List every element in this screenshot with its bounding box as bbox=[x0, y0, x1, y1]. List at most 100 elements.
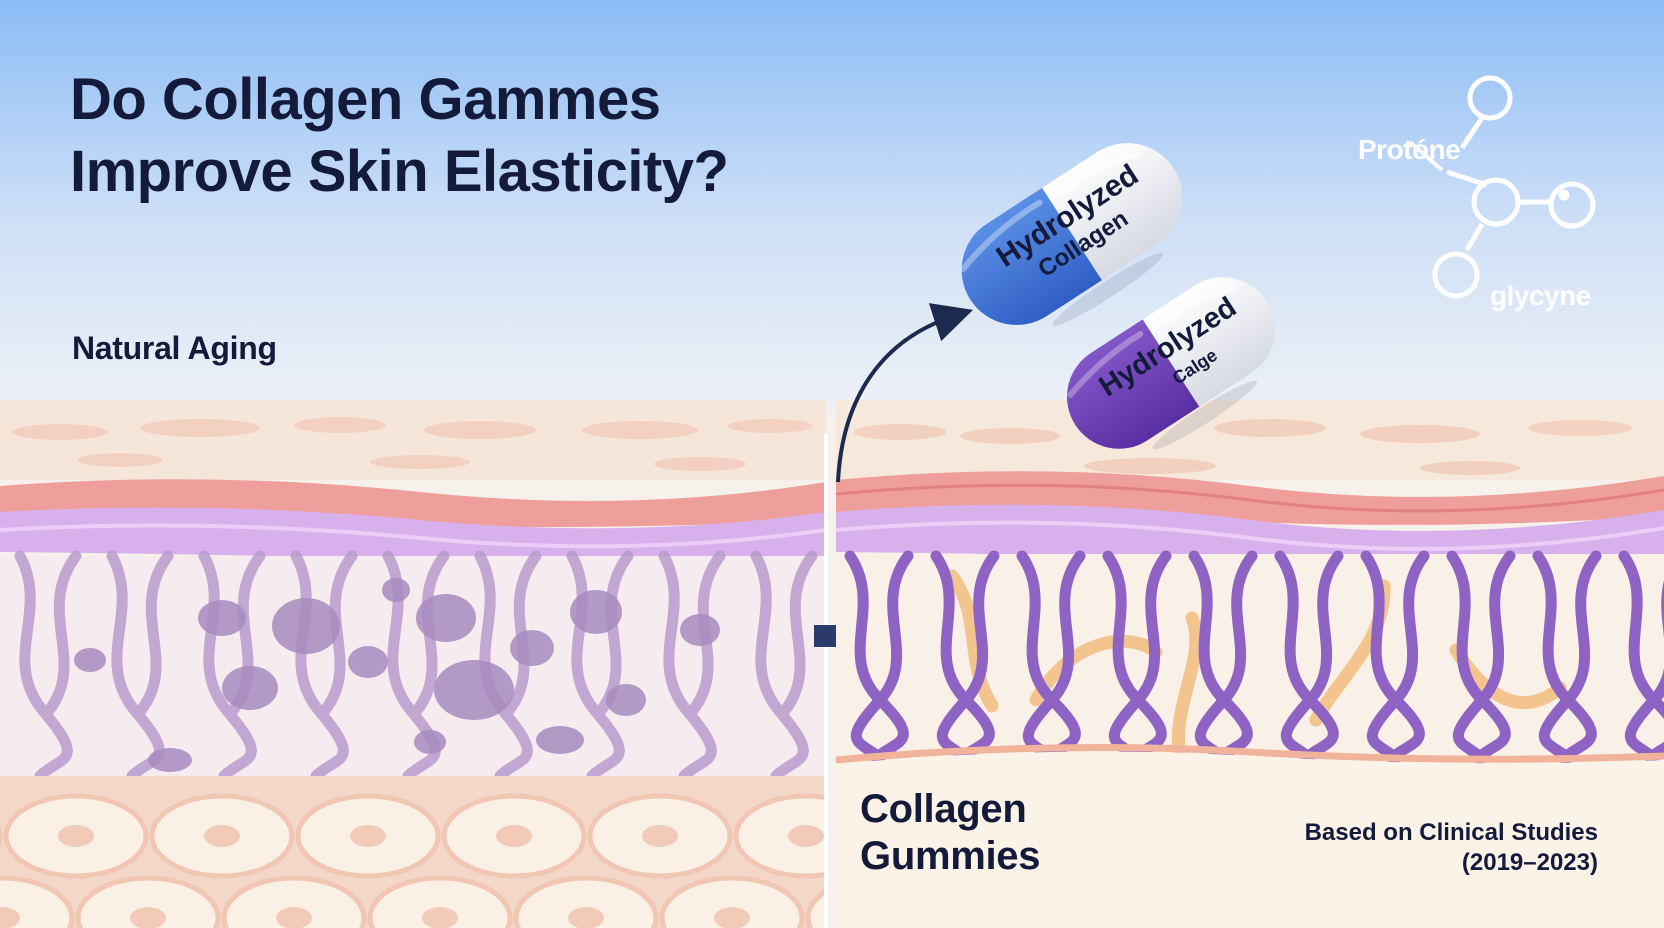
aging-skin-cell bbox=[654, 457, 746, 471]
collagen-fragment bbox=[198, 600, 246, 636]
fat-cell-nucleus bbox=[788, 825, 824, 847]
healthy-epidermis bbox=[836, 400, 1664, 480]
aging-fragments bbox=[74, 578, 720, 772]
fat-cell bbox=[733, 793, 826, 879]
fat-cell bbox=[659, 875, 805, 928]
collagen-fragment bbox=[272, 598, 340, 654]
healthy-skin-cell bbox=[1528, 420, 1632, 436]
collagen-fragment bbox=[148, 748, 192, 772]
healthy-skin-cell bbox=[1360, 425, 1480, 443]
panel-divider bbox=[824, 434, 828, 928]
aging-skin-cell bbox=[140, 419, 260, 437]
collagen-fiber bbox=[930, 550, 995, 764]
aging-dermis bbox=[0, 556, 826, 780]
aging-fiber bbox=[658, 550, 717, 782]
aging-stripe-highlight bbox=[0, 523, 826, 549]
healthy-skin-panel bbox=[836, 400, 1664, 928]
collagen-fragment bbox=[680, 614, 720, 646]
capsule-blue-cap bbox=[1042, 143, 1183, 281]
collagen-fiber bbox=[1102, 550, 1167, 764]
fat-cell bbox=[513, 875, 659, 928]
source-note-line-1: Based on Clinical Studies bbox=[1304, 819, 1598, 846]
fat-cell bbox=[367, 875, 513, 928]
healthy-pink-line bbox=[836, 483, 1664, 513]
fat-cell bbox=[805, 888, 826, 928]
aging-fiber bbox=[40, 550, 82, 720]
collagen-fiber bbox=[936, 550, 1000, 764]
collagen-fiber bbox=[1452, 550, 1516, 764]
fat-cell bbox=[221, 875, 367, 928]
collagen-fiber bbox=[1366, 550, 1430, 764]
source-note-line-2: (2019–2023) bbox=[1461, 849, 1598, 876]
aging-skin-cell bbox=[370, 455, 470, 469]
aging-fiber bbox=[776, 550, 818, 720]
collagen-fiber bbox=[1618, 550, 1664, 764]
natural-aging-label: Natural Aging bbox=[72, 330, 277, 366]
aging-skin-panel bbox=[0, 400, 826, 928]
healthy-skin-cell bbox=[1420, 461, 1520, 475]
collagen-fragment bbox=[74, 648, 106, 672]
molecule-label-glycyne: glycyne bbox=[1490, 280, 1591, 311]
fat-cell-nucleus bbox=[58, 825, 94, 847]
aging-fat-cells bbox=[0, 793, 826, 928]
page-title: Do Collagen Gammes Improve Skin Elastici… bbox=[70, 64, 729, 208]
capsule-blue-body bbox=[961, 187, 1102, 325]
healthy-skin-cell bbox=[1084, 458, 1216, 474]
healthy-skin-cell bbox=[960, 428, 1060, 444]
collagen-fiber bbox=[1360, 550, 1425, 764]
collagen-fragment bbox=[606, 684, 646, 716]
molecule-label-protone: Protóne bbox=[1358, 134, 1461, 165]
collagen-fragment bbox=[348, 646, 388, 678]
aging-fiber bbox=[316, 550, 358, 720]
molecule-dot bbox=[1558, 189, 1570, 201]
aging-fiber bbox=[132, 550, 174, 720]
sky-background bbox=[0, 0, 1664, 410]
collagen-fiber bbox=[1624, 581, 1664, 764]
collagen-fragment bbox=[510, 630, 554, 666]
collagen-gummies-line-2: Gummies bbox=[860, 834, 1041, 878]
molecule-node-bottom bbox=[1432, 251, 1480, 299]
collagen-fiber bbox=[1280, 550, 1344, 764]
absorption-arrow bbox=[836, 303, 974, 483]
collagen-fragment bbox=[382, 578, 410, 602]
collagen-gummies-line-1: Collagen bbox=[860, 787, 1027, 831]
fat-cell-nucleus bbox=[130, 907, 166, 928]
molecule-node-right bbox=[1548, 181, 1596, 229]
aging-skin-cell bbox=[728, 419, 812, 433]
aging-skin-cell bbox=[78, 453, 162, 467]
healthy-base-line bbox=[836, 744, 1664, 764]
collagen-gummies-label: Collagen Gummies bbox=[860, 786, 1040, 880]
aging-skin-cell bbox=[12, 424, 108, 440]
healthy-lower-area bbox=[836, 751, 1664, 928]
healthy-stripe-highlight bbox=[836, 520, 1664, 551]
collagen-fragment bbox=[414, 730, 446, 754]
molecule-node-center bbox=[1471, 177, 1521, 227]
fat-cell-nucleus bbox=[642, 825, 678, 847]
collagen-fiber bbox=[850, 550, 914, 764]
collagen-fragment bbox=[416, 594, 476, 642]
collagen-fiber bbox=[1446, 550, 1511, 764]
fat-cell-nucleus bbox=[422, 907, 458, 928]
molecule-node-top bbox=[1467, 75, 1513, 121]
collagen-fiber bbox=[1194, 550, 1258, 764]
collagen-fragment bbox=[536, 726, 584, 754]
page-title-line-1: Do Collagen Gammes bbox=[70, 67, 661, 132]
fat-cell-nucleus bbox=[496, 825, 532, 847]
aging-skin-cell bbox=[424, 421, 536, 439]
aging-skin-cell bbox=[294, 417, 386, 433]
collagen-fiber bbox=[1538, 550, 1602, 764]
fat-cell-nucleus bbox=[568, 907, 604, 928]
capsule-purple-body bbox=[1067, 319, 1200, 449]
collagen-fragment bbox=[222, 666, 278, 710]
fat-cell-nucleus bbox=[0, 907, 20, 928]
collagen-fiber bbox=[844, 550, 909, 764]
aging-purple-stripe bbox=[0, 507, 826, 563]
fat-cell-nucleus bbox=[714, 907, 750, 928]
elastin-fiber bbox=[1029, 634, 1163, 707]
amino-acid-molecule bbox=[1408, 75, 1596, 299]
healthy-skin-cell bbox=[854, 424, 946, 440]
fat-cell bbox=[75, 875, 221, 928]
collagen-fiber bbox=[1532, 550, 1597, 764]
aging-fiber bbox=[14, 550, 73, 782]
